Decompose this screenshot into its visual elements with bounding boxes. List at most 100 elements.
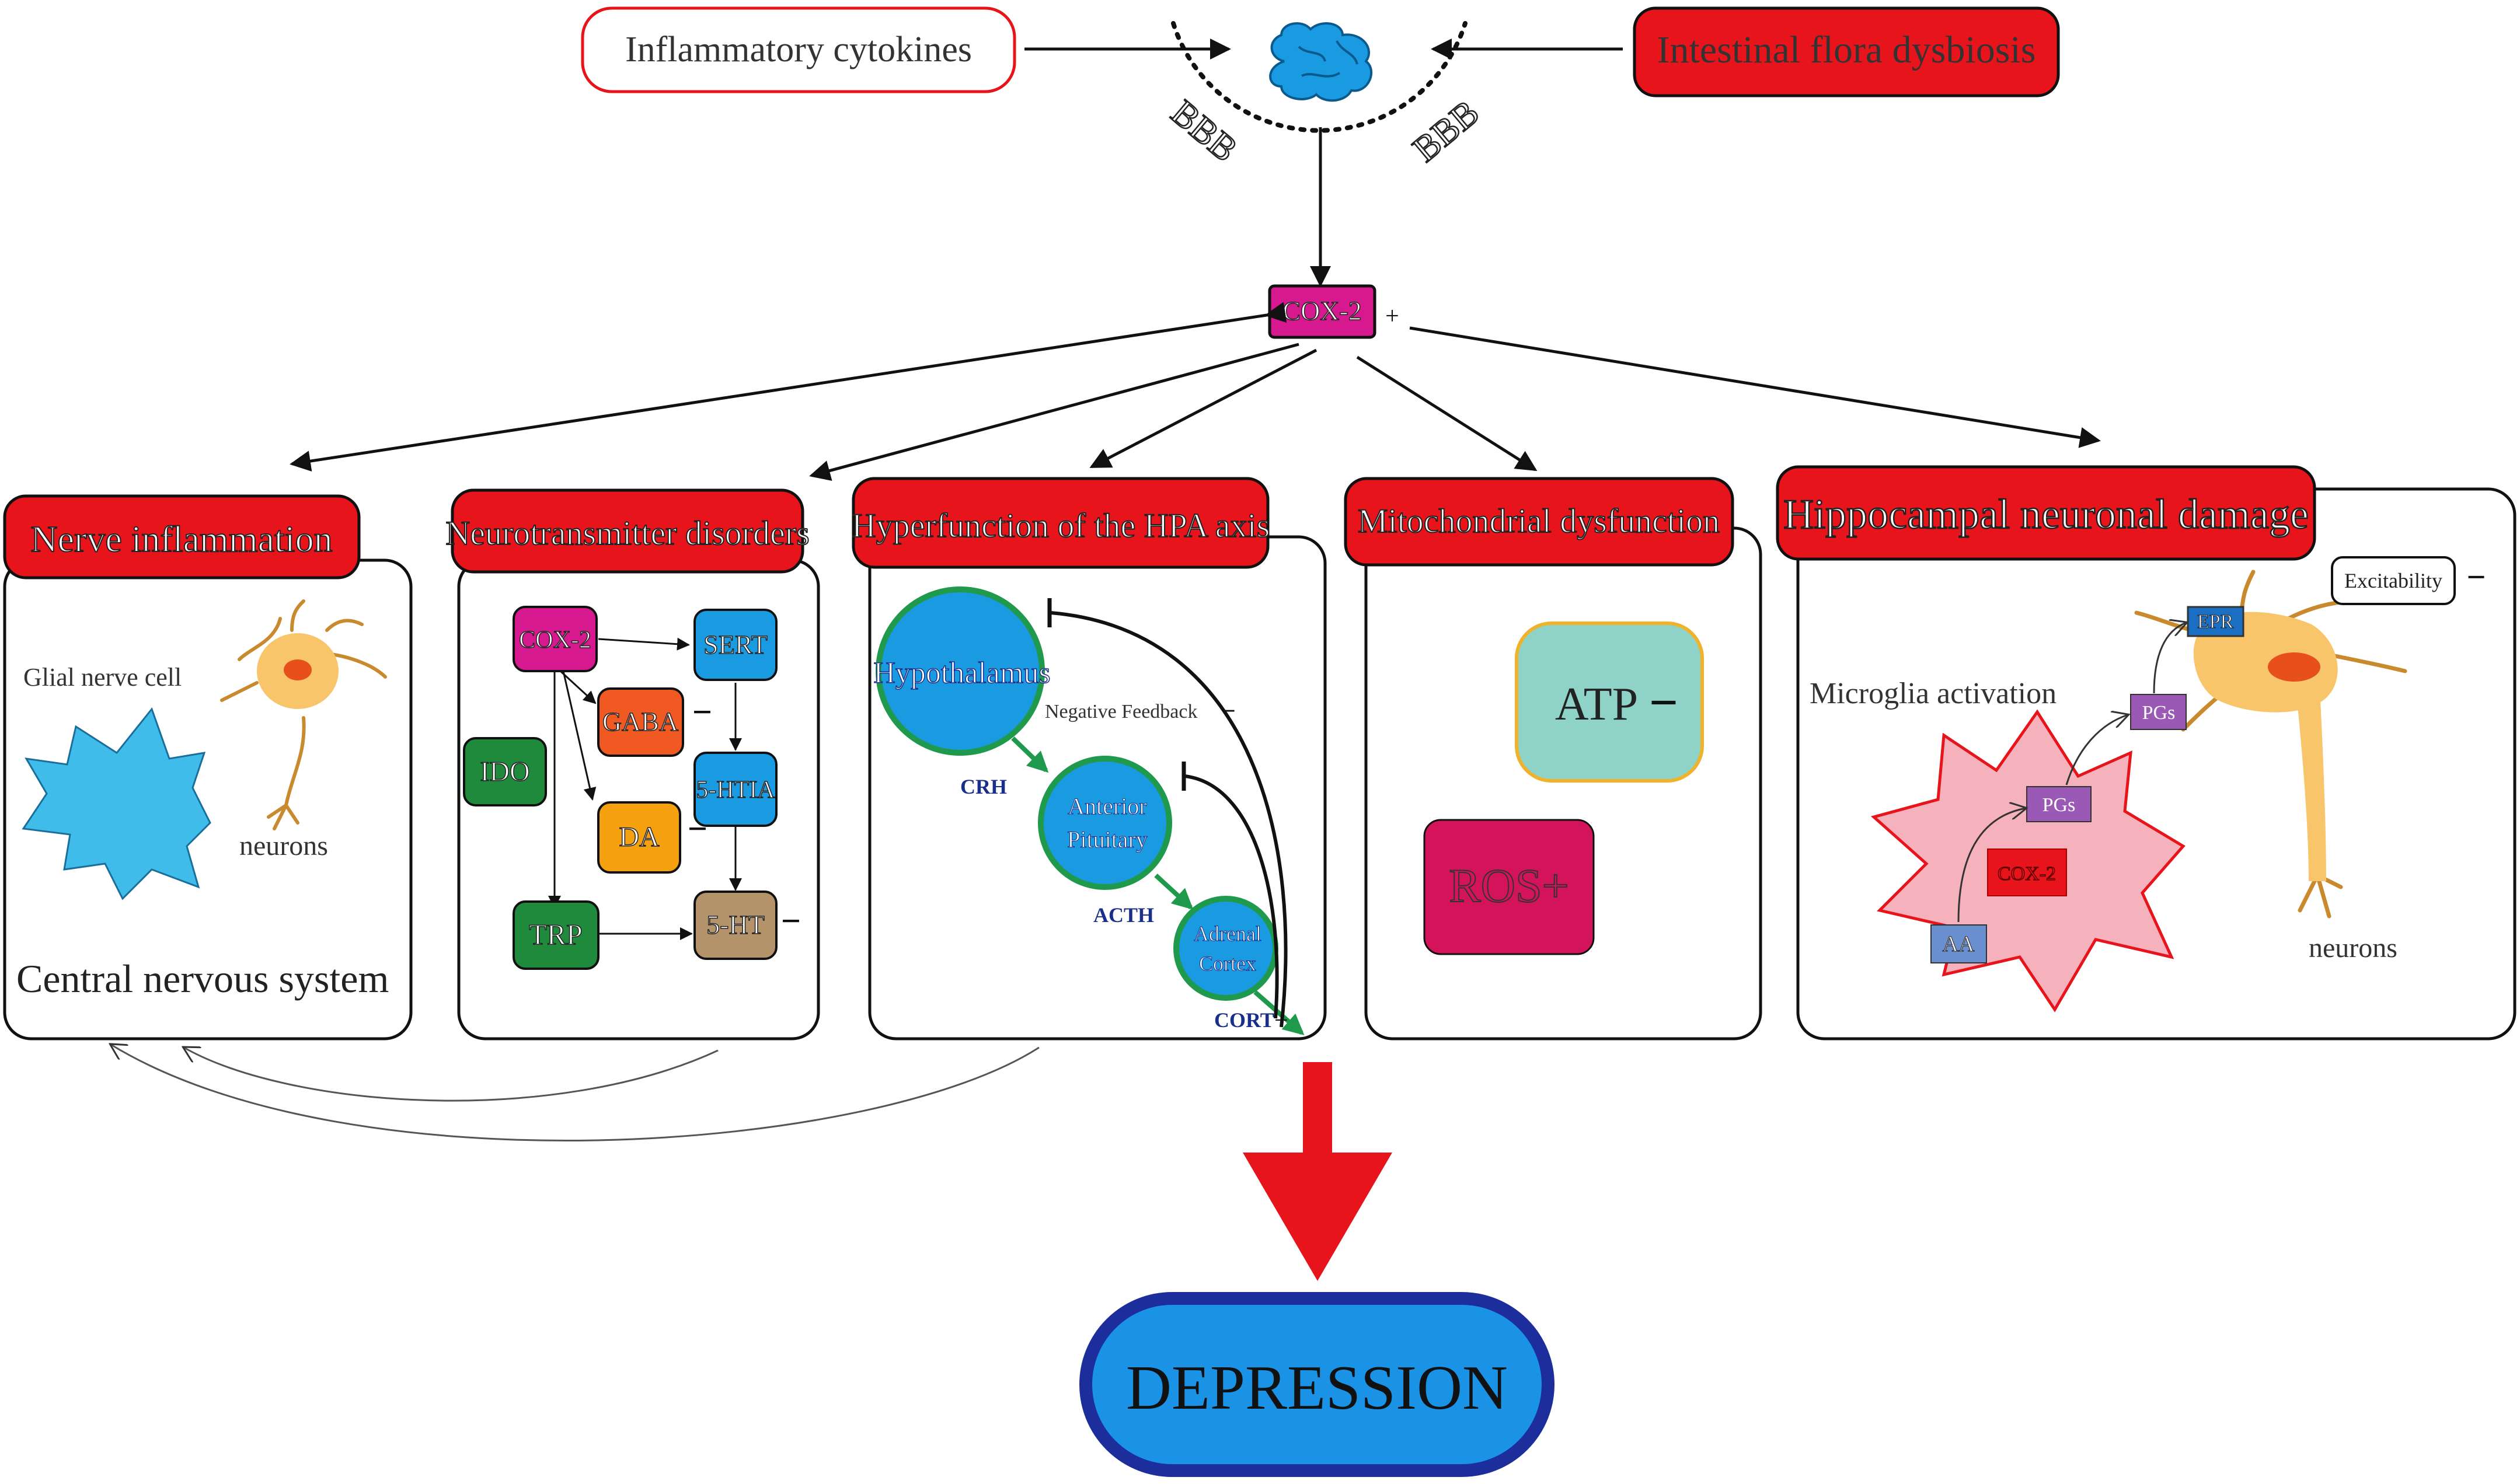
feedback-arc-inner (1184, 774, 1279, 1019)
cox2-to-hippo-arrow (1409, 326, 2101, 448)
nt-trp-box (513, 900, 599, 970)
pgs-upper-box (2130, 694, 2187, 730)
cox2-to-nerve-arrow (290, 302, 1287, 472)
inflammatory-cytokines-box: Inflammatory cytokines (581, 6, 1016, 93)
inflammatory-cytokines-label: Inflammatory cytokines (625, 30, 972, 69)
neurotransmitter-to-nerve-curve (184, 1047, 719, 1102)
panel-hippocampal-damage: Hippocampal neuronal damage Excitability… (1776, 465, 2516, 1040)
anterior-pituitary-node (1038, 756, 1172, 890)
pgs-lower-label: PGs (2043, 794, 2076, 816)
glial-cell-label: Glial nerve cell (23, 663, 182, 692)
cox2-to-hpa-arrow (1089, 348, 1317, 469)
panel-hpa-axis: Hyperfunction of the HPA axis Hypothalam… (851, 477, 1327, 1040)
hpa-to-nerve-curve (111, 1045, 1040, 1141)
excitability-sign: − (2466, 558, 2486, 596)
aa-box (1930, 924, 1987, 963)
nt-ht-sign: − (781, 902, 801, 940)
nt-da-label: DA (619, 822, 660, 853)
cort-sign: + (1274, 1007, 1288, 1034)
adrenal-to-cort-arrow (1253, 990, 1305, 1035)
ros-label: ROS+ (1449, 859, 1569, 912)
neuron-nucleus (284, 659, 312, 680)
nt-ht-label: 5-HT (706, 910, 765, 940)
nt-ido-label: IDO (480, 756, 529, 787)
negative-feedback-label: Negative Feedback (1045, 701, 1198, 722)
depression-label: DEPRESSION (1126, 1353, 1508, 1423)
panel-nerve-inflammation: Nerve inflammation Glial nerve cell neur… (3, 494, 413, 1040)
cox2-node: COX-2 + (1268, 284, 1399, 339)
intestinal-flora-label: Intestinal flora dysbiosis (1657, 29, 2036, 71)
nt-ht-box (693, 891, 778, 960)
hippo-neuron-nucleus (2268, 652, 2320, 682)
panel-title-nerve-inflammation: Nerve inflammation (30, 518, 332, 560)
bbb-right-label: BBB (1406, 93, 1487, 170)
glial-cell-shape (22, 707, 211, 900)
adrenal-label-1: Adrenal (1194, 922, 1261, 945)
cox2-label: COX-2 (1282, 296, 1361, 326)
pgs-upper-label: PGs (2142, 702, 2176, 724)
panel-title-hpa: Hyperfunction of the HPA axis (852, 507, 1270, 544)
nt-cox2-box (513, 606, 598, 672)
cort-label: CORT (1214, 1008, 1274, 1032)
depression-outcome: DEPRESSION (1079, 1292, 1554, 1477)
cox2-sign: + (1385, 303, 1399, 330)
blood-brain-barrier (1171, 21, 1468, 133)
adrenal-label-2: Cortex (1199, 952, 1256, 975)
hypothalamus-node (876, 586, 1045, 756)
pgs-to-pgs-arrow (2065, 715, 2128, 785)
panel-title-neurotransmitter: Neurotransmitter disorders (445, 514, 809, 552)
bbb-left-label: BBB (1163, 93, 1245, 170)
panel-title-mito: Mitochondrial dysfunction (1358, 502, 1720, 540)
hypothalamus-label: Hypothalamus (873, 657, 1050, 690)
cox2-to-neurotransmitter-arrow (809, 343, 1299, 481)
cox2-to-mito-arrow (1356, 355, 1538, 472)
nt-ido-box (463, 737, 547, 806)
nt-cox2-sert-arrow (598, 637, 690, 651)
atp-box (1515, 621, 1704, 783)
nt-htia-box (693, 752, 778, 827)
nt-cox2-gaba-arrow (559, 670, 597, 704)
nt-da-box (597, 801, 681, 874)
atp-label: ATP (1555, 679, 1638, 730)
epr-label: EPR (2197, 611, 2234, 633)
cns-label: Central nervous system (16, 956, 389, 1001)
nt-gaba-box (597, 687, 684, 757)
aa-label: AA (1943, 932, 1975, 956)
nt-trp-label: TRP (529, 918, 583, 951)
hippo-neuron-body (2193, 612, 2338, 713)
nt-da-sign: − (688, 809, 707, 848)
crh-label: CRH (960, 775, 1007, 798)
negative-feedback-sign: − (1222, 698, 1236, 725)
brain-icon (1269, 22, 1373, 102)
feedback-arc-outer (1050, 611, 1288, 1028)
hypothalamus-to-pituitary-arrow (1011, 736, 1049, 773)
nt-htia-label: 5-HTIA (696, 777, 775, 804)
aa-to-pgs-arrow (1957, 808, 2026, 923)
adrenal-cortex-node (1173, 896, 1278, 1001)
anterior-label-2: Pituitary (1067, 826, 1148, 853)
ros-box (1423, 819, 1595, 955)
panel-neurotransmitter-disorders: Neurotransmitter disorders COX-2 SERT GA… (445, 488, 820, 1040)
nt-cox2-label: COX-2 (519, 627, 591, 654)
microglia-cox2-box (1987, 849, 2067, 896)
pituitary-to-adrenal-arrow (1154, 874, 1194, 910)
intestinal-flora-box: Intestinal flora dysbiosis (1633, 6, 2060, 97)
nt-cox2-da-arrow (562, 671, 597, 801)
big-red-arrow (1243, 1062, 1392, 1281)
hippo-neurons-label: neurons (2309, 933, 2397, 963)
anterior-label-1: Anterior (1068, 793, 1147, 819)
nt-sert-label: SERT (703, 630, 768, 659)
nt-gaba-label: GABA (602, 707, 678, 736)
pgs-lower-box (2026, 786, 2092, 822)
microglia-cox2-label: COX-2 (1998, 863, 2056, 885)
panel-mitochondrial-dysfunction: Mitochondrial dysfunction ATP − ROS+ (1344, 477, 1762, 1040)
excitability-box (2331, 556, 2456, 605)
excitability-label: Excitability (2344, 569, 2442, 592)
atp-sign: − (1649, 675, 1678, 731)
hippo-neuron-axon (2297, 700, 2326, 881)
panel-title-hippo: Hippocampal neuronal damage (1783, 491, 2309, 537)
acth-label: ACTH (1093, 903, 1154, 927)
pgs-to-epr-arrow (2153, 623, 2186, 694)
nt-gaba-sign: − (692, 693, 712, 731)
